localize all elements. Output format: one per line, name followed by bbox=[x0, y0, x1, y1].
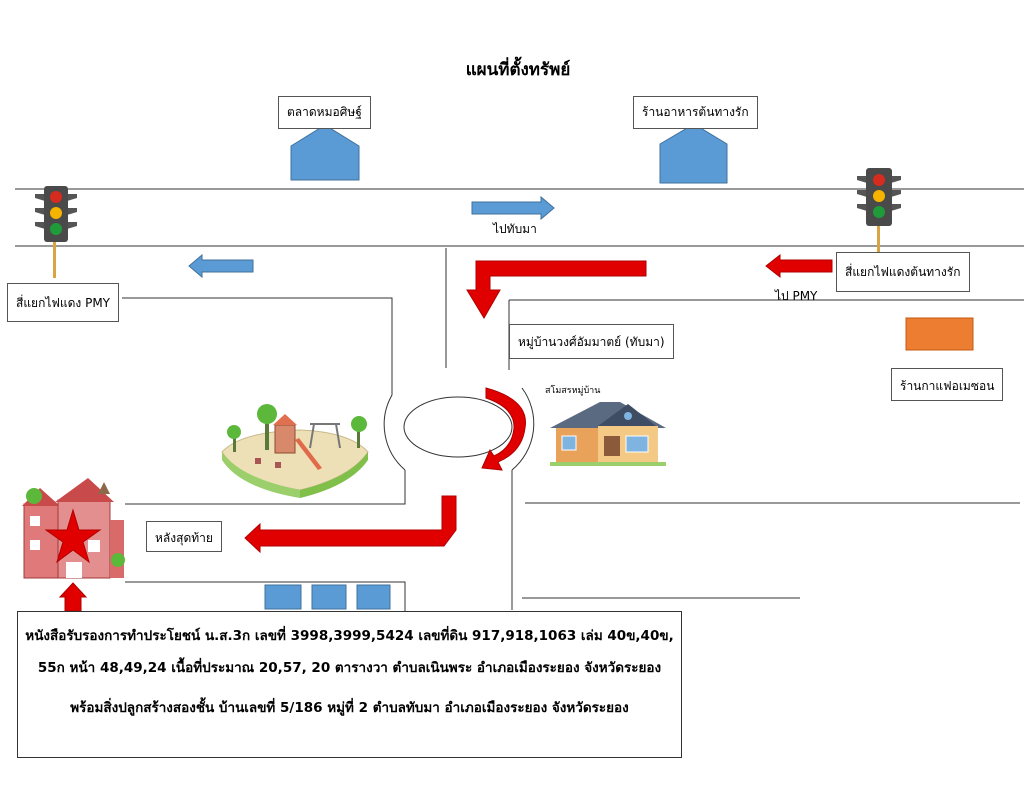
coffee-shop-icon bbox=[905, 317, 974, 351]
page-title: แผนที่ตั้งทรัพย์ bbox=[465, 60, 571, 80]
coffee-shop-label: ร้านกาแฟอเมซอน bbox=[891, 368, 1004, 401]
red-arrow-left-icon bbox=[765, 253, 833, 279]
clubhouse-house-icon bbox=[550, 402, 666, 466]
red-curved-arrow-icon bbox=[481, 387, 527, 471]
main-road bbox=[15, 188, 1024, 247]
village-label: หมู่บ้านวงศ์อัมมาตย์ (ทับมา) bbox=[509, 324, 674, 359]
roundabout-island bbox=[403, 396, 513, 458]
side-roads bbox=[122, 248, 1024, 611]
market-label: ตลาดหมอศิษฐ์ bbox=[278, 96, 371, 129]
to-pmy-label: ไป PMY bbox=[775, 289, 818, 303]
red-arrow-up-icon bbox=[58, 582, 88, 612]
junction-tonthangrak-label: สี่แยกไฟแดงต้นทางรัก bbox=[836, 252, 970, 292]
clubhouse-label: สโมสรหมู่บ้าน bbox=[545, 386, 601, 396]
red-arrow-down-icon bbox=[466, 260, 647, 319]
blue-block-2 bbox=[311, 584, 347, 610]
blue-arrow-left-icon bbox=[188, 253, 254, 279]
market-building-icon bbox=[290, 124, 360, 181]
to-tapma-label: ไปทับมา bbox=[493, 222, 537, 236]
star-marker-icon bbox=[44, 508, 102, 564]
junction-pmy-label: สี่แยกไฟแดง PMY bbox=[7, 283, 120, 322]
property-info-line-3: พร้อมสิ่งปลูกสร้างสองชั้น บ้านเลขที่ 5/1… bbox=[70, 700, 629, 716]
roundabout bbox=[383, 387, 535, 471]
blue-block-3 bbox=[356, 584, 391, 610]
blue-arrow-right-icon bbox=[471, 195, 555, 221]
restaurant-building-icon bbox=[659, 123, 728, 184]
red-arrow-to-last-house-icon bbox=[244, 495, 457, 554]
property-info-box: หนังสือรับรองการทำประโยชน์ น.ส.3ก เลขที่… bbox=[17, 611, 682, 758]
property-info-line-1: หนังสือรับรองการทำประโยชน์ น.ส.3ก เลขที่… bbox=[25, 628, 674, 644]
traffic-light-icon bbox=[857, 168, 901, 254]
blue-blocks bbox=[264, 584, 391, 610]
playground-icon bbox=[221, 404, 369, 498]
traffic-light-icon bbox=[35, 186, 77, 278]
restaurant-label: ร้านอาหารต้นทางรัก bbox=[633, 96, 758, 129]
property-info-line-2: 55ก หน้า 48,49,24 เนื้อที่ประมาณ 20,57, … bbox=[37, 660, 662, 676]
blue-block-1 bbox=[264, 584, 302, 610]
last-house-label: หลังสุดท้าย bbox=[146, 521, 222, 552]
